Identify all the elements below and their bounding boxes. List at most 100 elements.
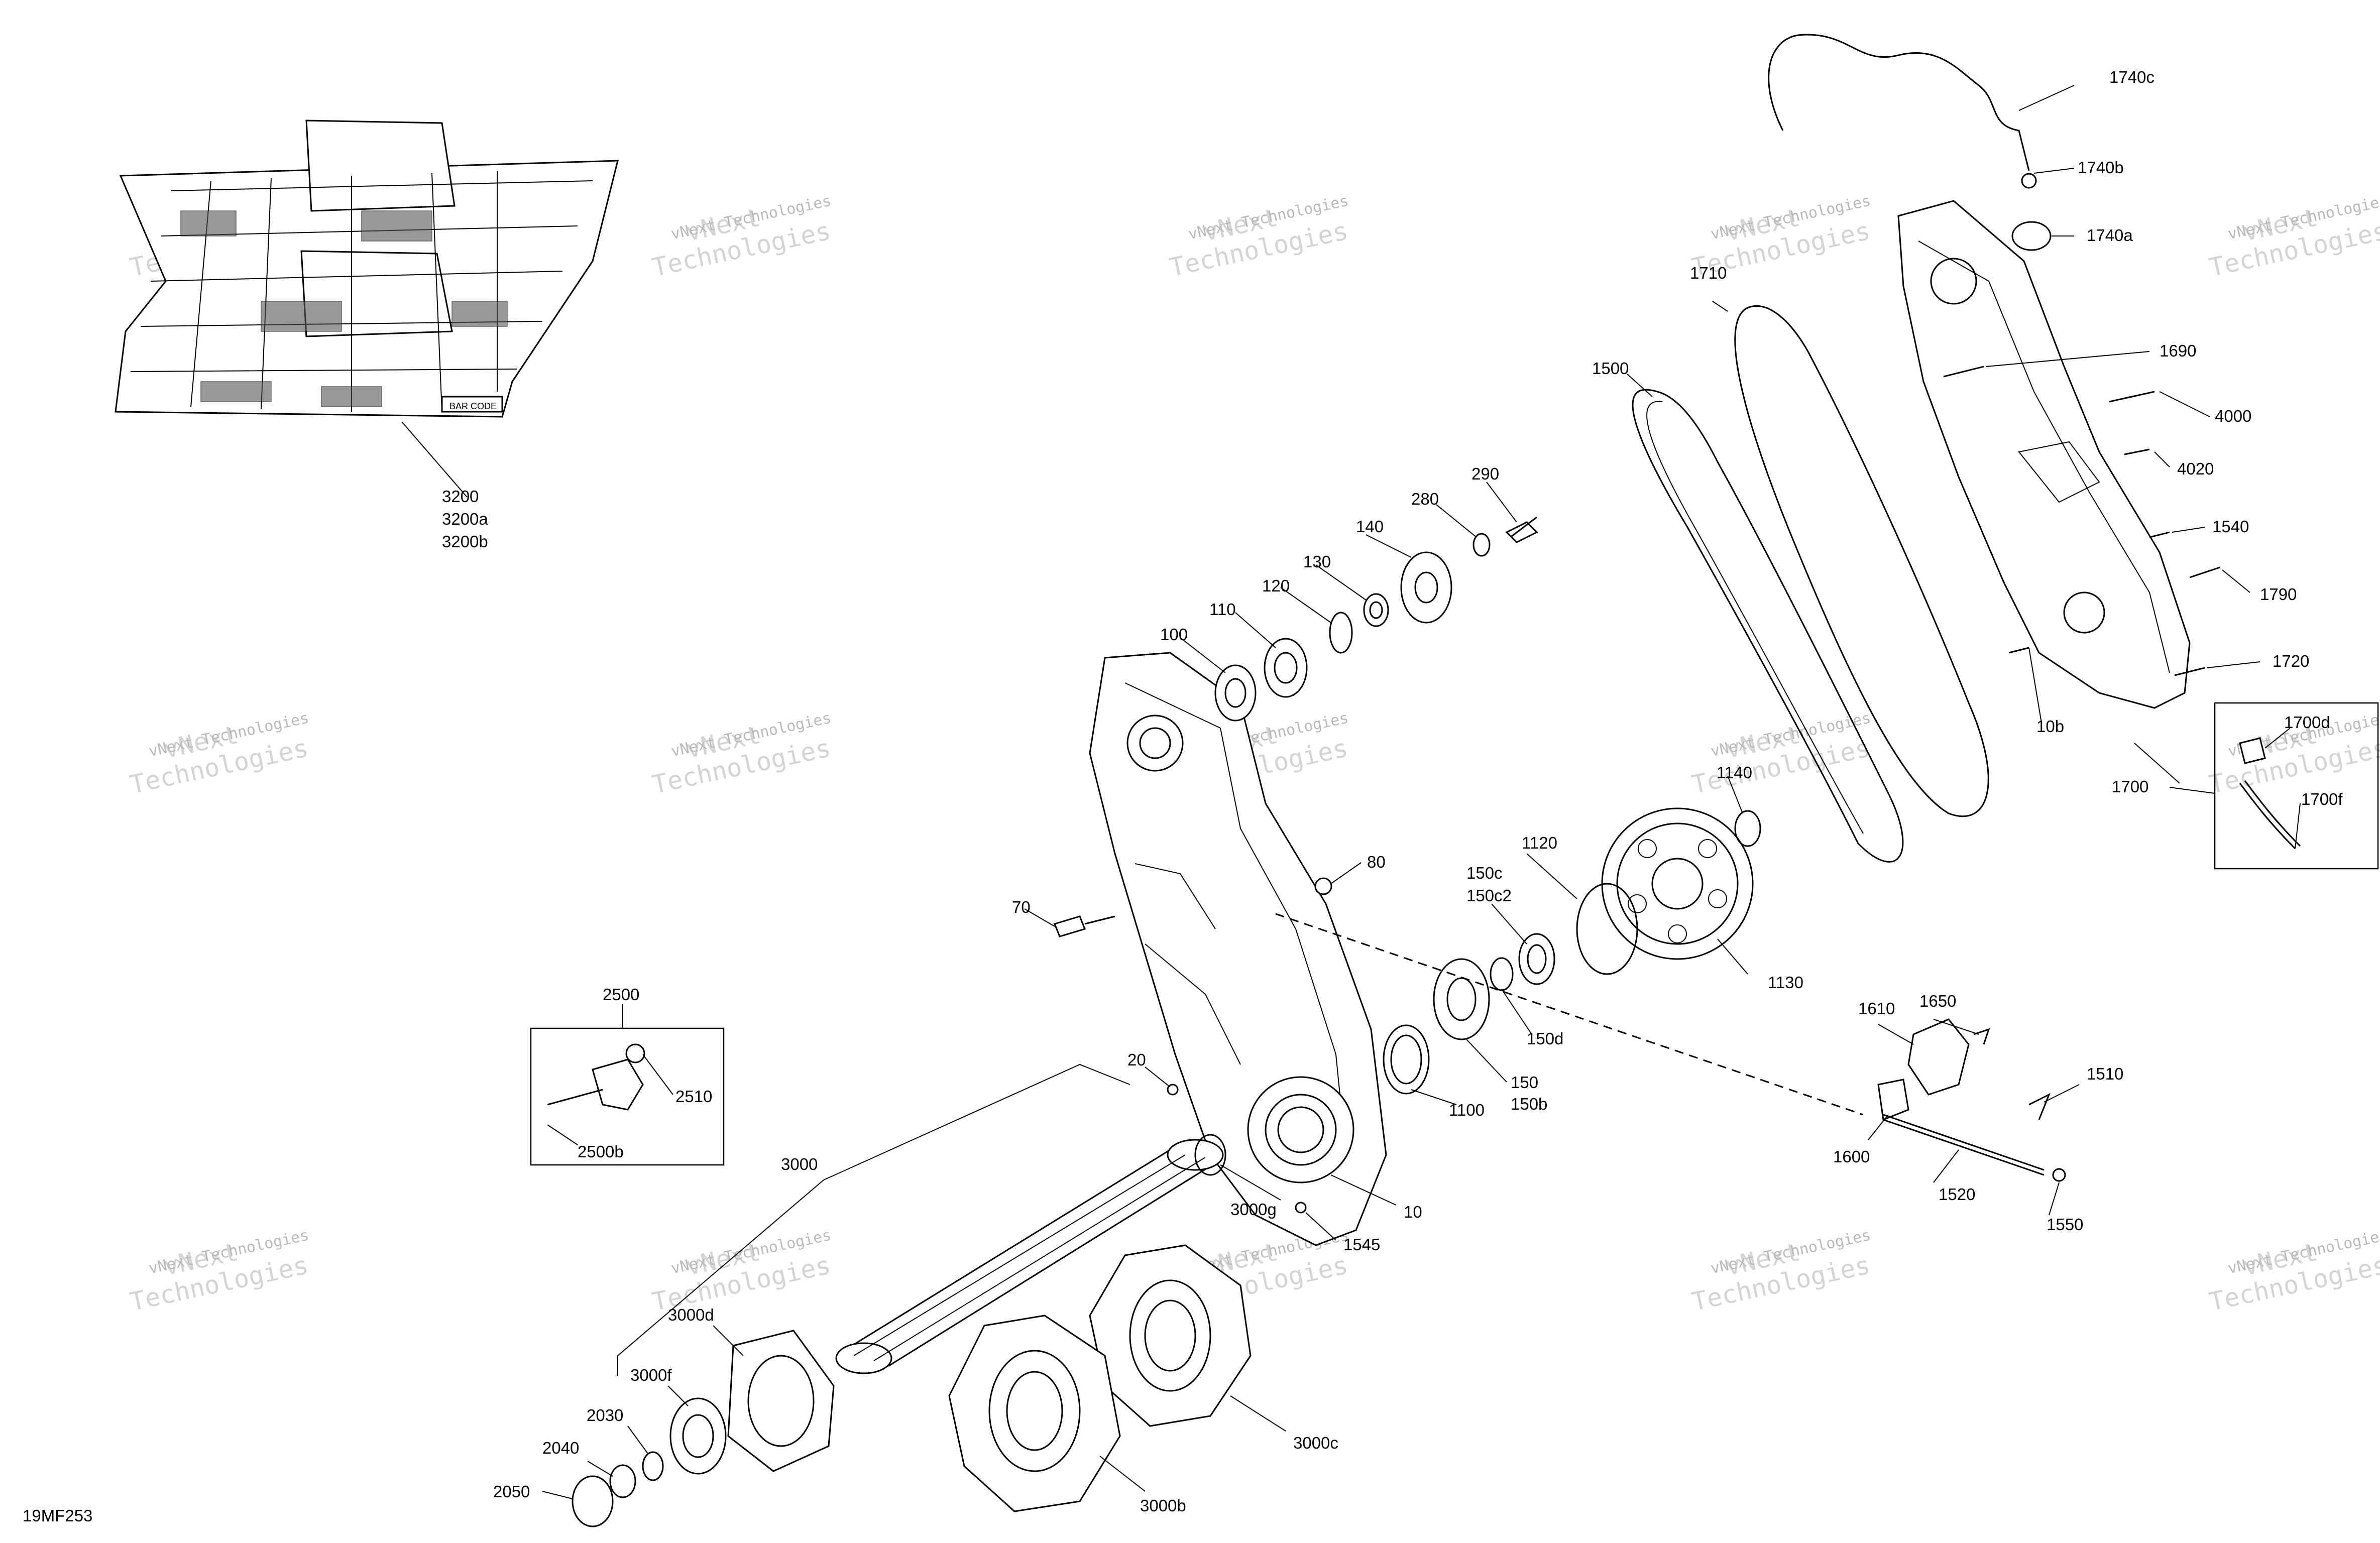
callout-1790: 1790 [2260, 585, 2297, 604]
barcode-label: BAR CODE [449, 401, 497, 411]
callout-3200b: 3200b [442, 532, 488, 551]
watermark: vNext Technologies vNext Technologies [650, 709, 833, 799]
bearing-150 [1433, 958, 1490, 1040]
drive-sprocket-3000c [1089, 1244, 1252, 1427]
wire-harness-1740c [1768, 34, 2052, 251]
washer-150d [1490, 957, 1514, 991]
callout-2510: 2510 [675, 1087, 712, 1106]
rod-1520 [1883, 1114, 2045, 1171]
callout-2500: 2500 [603, 985, 639, 1004]
leader-lines [401, 85, 2301, 1499]
callout-1140: 1140 [1717, 763, 1752, 782]
circlip-120 [1329, 612, 1353, 654]
pin-1510 [2028, 1093, 2051, 1120]
ring-1120 [1576, 883, 1638, 975]
cover-fasteners [1943, 366, 2220, 676]
callout-1740b: 1740b [2078, 158, 2124, 177]
callout-1540: 1540 [2212, 517, 2249, 536]
bearing-3000f [669, 1397, 727, 1475]
callout-3000g: 3000g [1230, 1200, 1277, 1219]
callout-1720: 1720 [2273, 652, 2309, 670]
pin-1650 [1973, 1028, 1990, 1045]
callout-80: 80 [1367, 853, 1386, 871]
callout-150d: 150d [1527, 1029, 1563, 1048]
callout-1650: 1650 [1919, 992, 1956, 1010]
watermark: vNext Technologies vNext Technologies [650, 1226, 833, 1317]
chain-1500 [1632, 389, 1904, 863]
callout-3000d: 3000d [668, 1305, 714, 1324]
watermark: vNext Technologies vNext Technologies [1689, 709, 1873, 799]
callout-3000: 3000 [781, 1155, 818, 1173]
callout-150: 150 [1511, 1073, 1538, 1092]
callout-1100: 1100 [1449, 1101, 1485, 1119]
callout-280: 280 [1411, 490, 1439, 508]
watermark: vNext Technologies vNext Technologies [1689, 1226, 1873, 1317]
chaincase-housing-10 [1089, 652, 1387, 1246]
watermark: vNext Technologies vNext Technologies [2207, 192, 2380, 282]
callout-1740c: 1740c [2109, 68, 2155, 86]
spacer-130 [1363, 593, 1389, 627]
watermark: vNext Technologies vNext Technologies [2207, 1226, 2380, 1317]
circlip-1140 [1734, 810, 1761, 847]
callout-1610: 1610 [1858, 999, 1895, 1018]
callout-1120: 1120 [1522, 834, 1557, 852]
callout-2050: 2050 [493, 1482, 530, 1501]
callout-2040: 2040 [542, 1439, 579, 1457]
washer-2030 [642, 1451, 664, 1481]
nut-2040 [609, 1464, 636, 1498]
callout-labels: 1740c 1740b 1740a 1710 1690 1500 4000 40… [442, 68, 2343, 1515]
callout-3000c: 3000c [1293, 1434, 1338, 1452]
callout-140: 140 [1356, 517, 1384, 536]
callout-2500b: 2500b [578, 1142, 624, 1161]
callout-130: 130 [1303, 552, 1331, 571]
callout-150c: 150c [1466, 864, 1503, 882]
chain-1710 [1734, 305, 1989, 817]
watermark: vNext Technologies vNext Technologies [650, 192, 833, 282]
clip-1550 [2052, 1168, 2066, 1182]
bolt-290 [1505, 521, 1538, 543]
watermark: vNext Technologies vNext Technologies [1167, 192, 1350, 282]
callout-120: 120 [1262, 576, 1290, 595]
washer-280 [1472, 533, 1491, 557]
callout-3000f: 3000f [630, 1366, 672, 1384]
tensioner-block-1610 [1907, 1018, 1970, 1096]
watermark: vNext Technologies vNext Technologies [128, 1226, 311, 1317]
callout-150b: 150b [1511, 1095, 1547, 1113]
callout-4020: 4020 [2177, 459, 2214, 478]
callout-3200: 3200 [442, 487, 479, 506]
callout-1690: 1690 [2160, 341, 2196, 360]
bearing-150c [1518, 933, 1555, 985]
seal-1100 [1383, 1024, 1430, 1095]
bearing-110 [1264, 638, 1308, 698]
drive-shaft-3000 [835, 1139, 1224, 1374]
sprocket-1130 [1601, 807, 1754, 960]
callout-1550: 1550 [2047, 1215, 2083, 1234]
callout-1500: 1500 [1592, 359, 1629, 378]
callout-100: 100 [1160, 625, 1188, 644]
detail-box-1700 [2214, 702, 2379, 870]
bearing-100 [1214, 664, 1257, 722]
circlip-2050 [572, 1475, 614, 1527]
bearing-stack [1214, 516, 1538, 722]
callout-70: 70 [1012, 898, 1031, 916]
tensioner-1600 [1877, 1079, 1909, 1121]
callout-150c2: 150c2 [1466, 886, 1512, 905]
nut-80 [1314, 877, 1332, 895]
watermark: vNext Technologies vNext Technologies [128, 709, 311, 799]
callout-1700: 1700 [2112, 777, 2148, 796]
callout-1700f: 1700f [2301, 790, 2343, 808]
tensioner-assembly [1877, 1018, 2066, 1182]
bearing-housing-3000d [727, 1330, 835, 1472]
callout-1740a: 1740a [2087, 226, 2133, 245]
bolt-70 [1053, 915, 1115, 937]
callout-4000: 4000 [2215, 407, 2251, 425]
callout-1510: 1510 [2087, 1064, 2123, 1083]
callout-1520: 1520 [1939, 1185, 1975, 1204]
callout-1545: 1545 [1343, 1235, 1380, 1254]
callout-110: 110 [1209, 600, 1236, 619]
callout-1600: 1600 [1833, 1147, 1870, 1166]
callout-1700d: 1700d [2284, 713, 2330, 732]
callout-1130: 1130 [1768, 973, 1803, 992]
plug-1545 [1295, 1202, 1307, 1214]
